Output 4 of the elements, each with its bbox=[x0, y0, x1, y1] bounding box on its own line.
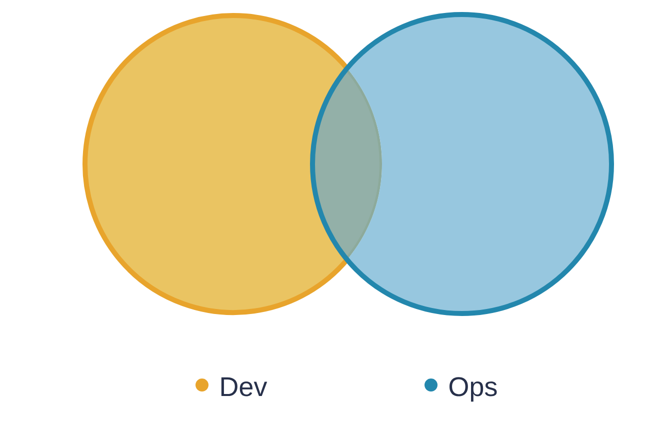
legend-label: Ops bbox=[450, 377, 497, 402]
venn-circle bbox=[310, 12, 614, 316]
venn-circle bbox=[82, 13, 349, 315]
legend-label: Dev bbox=[221, 377, 268, 396]
